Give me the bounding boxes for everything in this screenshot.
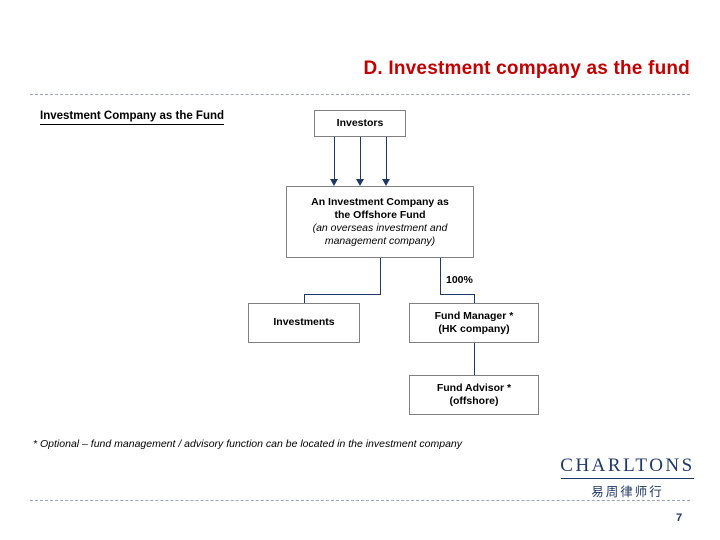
arrowhead-investors-right <box>382 179 390 186</box>
connector-manager-drop <box>474 294 475 303</box>
box-offshore-fund-line2: the Offshore Fund <box>334 208 426 221</box>
connector-fund-to-manager-horizontal <box>440 294 474 295</box>
section-subheading: Investment Company as the Fund <box>40 110 225 125</box>
box-offshore-fund-line4: management company) <box>324 235 436 248</box>
connector-fund-to-investments-vertical <box>380 258 381 294</box>
connector-fund-to-manager-vertical <box>440 258 441 294</box>
box-investors-label: Investors <box>336 116 384 129</box>
connector-investors-left <box>334 137 335 179</box>
box-fund-manager-line2: (HK company) <box>438 323 510 335</box>
ownership-percentage-label: 100% <box>446 274 473 286</box>
logo-underline <box>561 478 694 479</box>
connector-investments-drop <box>304 294 305 303</box>
arrowhead-investors-middle <box>356 179 364 186</box>
footnote-text: * Optional – fund management / advisory … <box>33 438 463 450</box>
box-fund-advisor: Fund Advisor * (offshore) <box>409 375 539 415</box>
box-investors: Investors <box>314 110 406 137</box>
logo-chinese-name: 易周律师行 <box>591 485 664 499</box>
divider-top <box>30 94 690 95</box>
box-fund-manager: Fund Manager * (HK company) <box>409 303 539 343</box>
charltons-logo: CHARLTONS 易周律师行 <box>560 455 695 500</box>
connector-investors-right <box>386 137 387 179</box>
box-investments-label: Investments <box>273 316 335 329</box>
page-number: 7 <box>676 512 683 524</box>
connector-fund-to-investments-horizontal <box>304 294 381 295</box>
page-title: D. Investment company as the fund <box>363 58 690 79</box>
box-fund-advisor-line1: Fund Advisor * <box>436 381 512 394</box>
arrowhead-investors-left <box>330 179 338 186</box>
box-fund-advisor-line2: (offshore) <box>449 395 499 407</box>
box-investments: Investments <box>248 303 360 343</box>
logo-wordmark: CHARLTONS <box>560 455 695 476</box>
divider-bottom <box>30 500 690 501</box>
box-offshore-fund-line1: An Investment Company as <box>311 195 449 208</box>
box-fund-manager-line1: Fund Manager * <box>434 309 514 322</box>
box-offshore-fund: An Investment Company as the Offshore Fu… <box>286 186 474 258</box>
box-offshore-fund-line3: (an overseas investment and <box>312 222 448 234</box>
connector-manager-to-advisor <box>474 343 475 375</box>
connector-investors-middle <box>360 137 361 179</box>
